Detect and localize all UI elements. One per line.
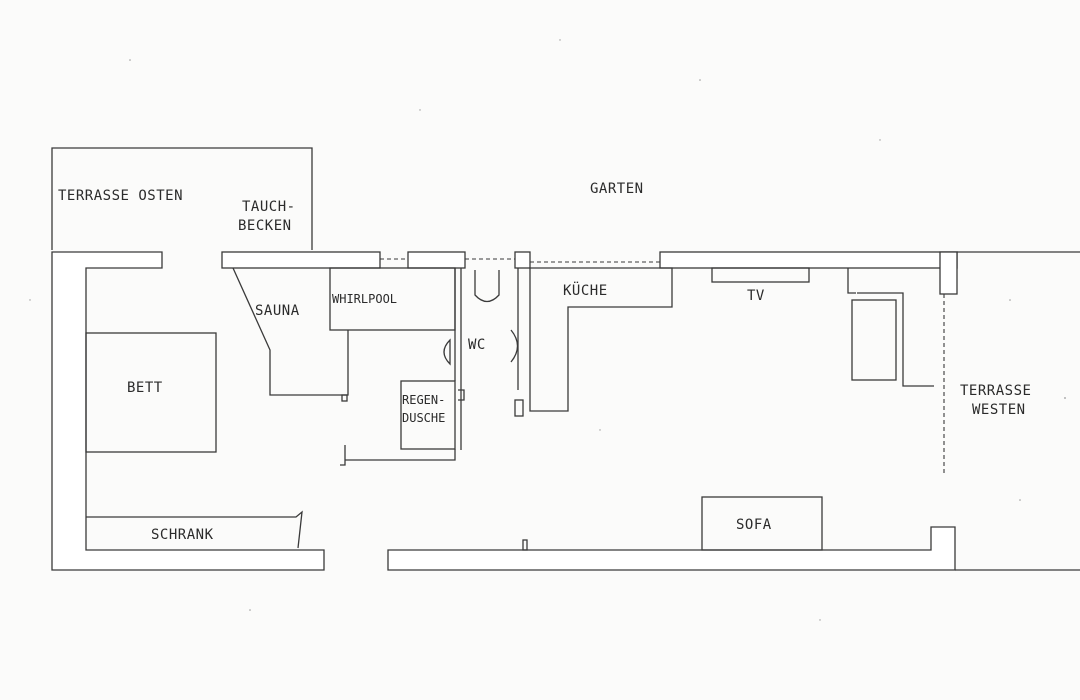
label-sofa: SOFA xyxy=(736,517,772,533)
label-tv: TV xyxy=(747,288,765,304)
label-schrank: SCHRANK xyxy=(151,527,214,543)
label-terrasse-westen-1: TERRASSE xyxy=(960,383,1031,399)
label-terrasse-osten: TERRASSE OSTEN xyxy=(58,188,183,204)
bed xyxy=(85,332,217,453)
label-garten: GARTEN xyxy=(590,181,644,197)
label-whirlpool: WHIRLPOOL xyxy=(332,292,397,306)
label-wc: WC xyxy=(468,337,486,353)
right-cabinet xyxy=(847,268,934,387)
sofa xyxy=(701,496,823,551)
bottom-walls xyxy=(387,526,1080,571)
wardrobe xyxy=(86,510,303,549)
rain-shower xyxy=(340,268,465,466)
sauna-outline xyxy=(232,267,349,396)
label-kueche: KÜCHE xyxy=(563,281,608,299)
label-tauchbecken-1: TAUCH- xyxy=(242,199,296,215)
label-sauna: SAUNA xyxy=(255,303,300,319)
label-regendusche-1: REGEN- xyxy=(402,393,445,407)
label-tauchbecken-2: BECKEN xyxy=(238,218,292,234)
kitchen-counter xyxy=(529,267,673,412)
bedroom-walls xyxy=(51,251,325,571)
terrace-east-outline xyxy=(51,147,313,250)
top-walls xyxy=(221,251,1080,295)
label-bett: BETT xyxy=(127,380,163,396)
windows xyxy=(380,258,945,475)
scan-noise xyxy=(29,39,1066,621)
tv-board xyxy=(711,267,810,283)
sauna-door-stop xyxy=(341,394,348,402)
label-regendusche-2: DUSCHE xyxy=(402,411,445,425)
room-labels: TERRASSE OSTEN TAUCH- BECKEN GARTEN SAUN… xyxy=(58,181,1031,543)
label-terrasse-westen-2: WESTEN xyxy=(972,402,1026,418)
wc-area xyxy=(443,268,524,450)
